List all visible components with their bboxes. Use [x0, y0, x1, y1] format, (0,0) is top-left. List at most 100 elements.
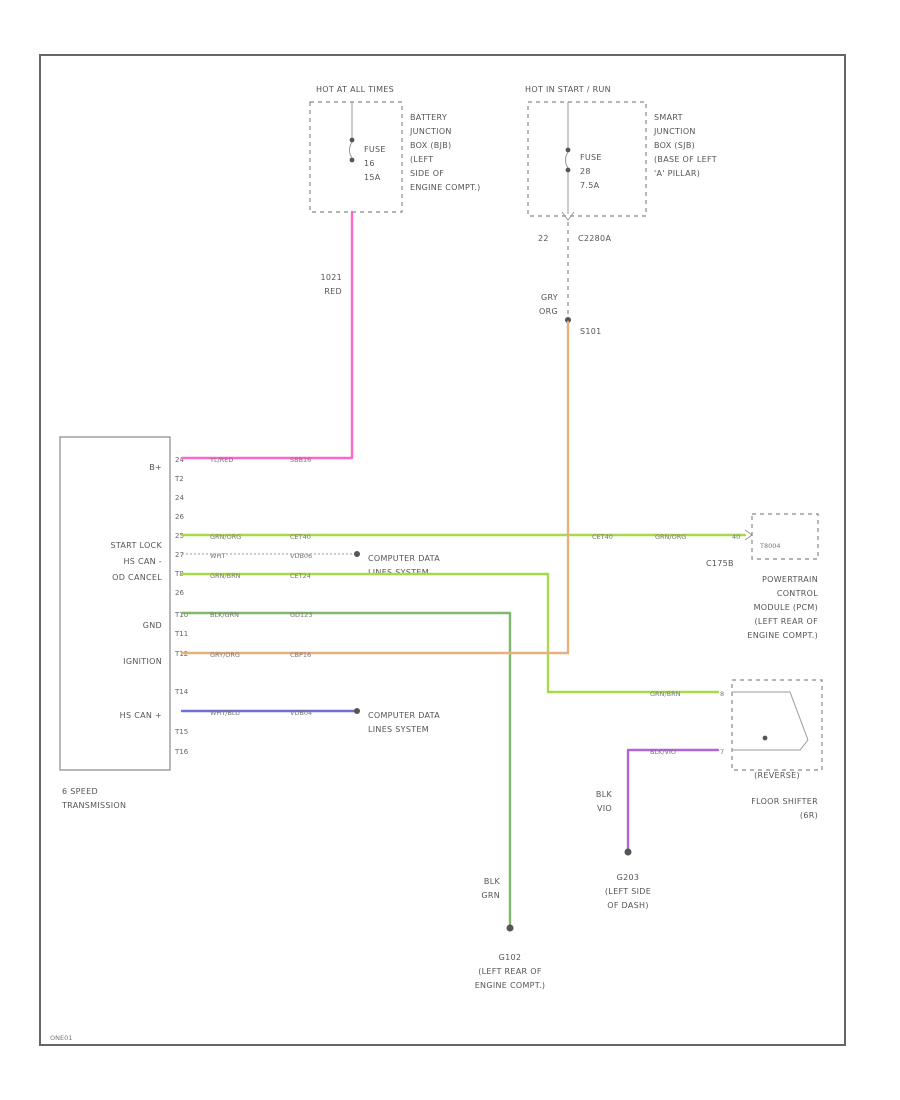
fuse-16-label: FUSE — [364, 145, 386, 154]
wire-top-right-color: ORG — [539, 307, 558, 316]
fuse-16-rating: 15A — [364, 173, 381, 182]
splice-s101: S101 — [580, 327, 602, 336]
svg-text:'A' PILLAR): 'A' PILLAR) — [654, 169, 700, 178]
bjb-description: BATTERY JUNCTION BOX (BJB) (LEFT SIDE OF… — [409, 113, 481, 192]
od-cancel-wire — [180, 572, 720, 694]
svg-text:(BASE OF LEFT: (BASE OF LEFT — [654, 155, 717, 164]
svg-text:CONTROL: CONTROL — [777, 589, 818, 598]
od-cancel-wire-circuit: CET24 — [290, 572, 311, 580]
hot-at-all-times-label: HOT AT ALL TIMES — [316, 85, 394, 94]
svg-text:T10: T10 — [174, 611, 188, 619]
tcm-pins: 24 T2 24 26 25 27 T8 26 T10 T11 T12 T14 … — [174, 456, 189, 756]
svg-text:25: 25 — [175, 532, 184, 540]
svg-text:GND: GND — [143, 621, 162, 630]
g102-wire-color: BLK — [484, 877, 501, 886]
svg-text:26: 26 — [175, 513, 184, 521]
footer-code: ONE01 — [50, 1034, 72, 1042]
ignition-wire-circuit: CBP16 — [290, 651, 311, 659]
g102-ground-dot — [506, 924, 514, 932]
floor-shifter-bottom-pin: 7 — [720, 748, 724, 756]
svg-text:B+: B+ — [149, 463, 162, 472]
svg-text:SMART: SMART — [654, 113, 683, 122]
svg-text:T16: T16 — [174, 748, 189, 756]
wire-top-left-circuit: 1021 — [320, 273, 342, 282]
g203-line-1: (LEFT SIDE — [605, 887, 651, 896]
svg-text:T15: T15 — [174, 728, 188, 736]
od-cancel-wire-color-code: GRN/BRN — [210, 572, 241, 580]
tcm-box — [59, 436, 171, 771]
floor-shifter-bottom-wire-color: BLK/VIO — [650, 748, 676, 756]
cdl-2-line-2: LINES SYSTEM — [368, 725, 429, 734]
g102-id: G102 — [499, 953, 522, 962]
pcm-start-lock-color: GRN/ORG — [655, 533, 686, 541]
svg-text:ENGINE COMPT.): ENGINE COMPT.) — [410, 183, 481, 192]
svg-text:T14: T14 — [174, 688, 189, 696]
c2280a-connector-symbol — [561, 211, 575, 221]
svg-text:BOX (SJB): BOX (SJB) — [654, 141, 695, 150]
floor-shifter-top-pin: 8 — [720, 690, 724, 698]
svg-text:JUNCTION: JUNCTION — [409, 127, 452, 136]
fuse-16-number: 16 — [364, 159, 375, 168]
shifter-ground-wire — [626, 748, 720, 852]
svg-text:24: 24 — [175, 456, 184, 464]
gnd-wire — [180, 611, 512, 928]
svg-text:OD CANCEL: OD CANCEL — [112, 573, 162, 582]
svg-text:MODULE (PCM): MODULE (PCM) — [754, 603, 818, 612]
shifter-switch-return — [732, 739, 809, 751]
sjb-description: SMART JUNCTION BOX (SJB) (BASE OF LEFT '… — [653, 113, 717, 178]
g203-id: G203 — [617, 873, 640, 882]
g203-line-2: OF DASH) — [607, 901, 649, 910]
b-plus-wire-circuit: SBB16 — [290, 456, 311, 464]
hs-can-minus-wire-circuit: VDB06 — [290, 552, 312, 560]
hs-can-plus-terminal — [354, 708, 360, 714]
svg-text:T8: T8 — [174, 570, 184, 578]
svg-text:(LEFT REAR OF: (LEFT REAR OF — [754, 617, 818, 626]
svg-text:JUNCTION: JUNCTION — [653, 127, 696, 136]
hs-can-minus-wire-color-code: WHT — [210, 552, 225, 560]
svg-text:START LOCK: START LOCK — [110, 541, 162, 550]
svg-text:SIDE OF: SIDE OF — [410, 169, 444, 178]
cdl-2-line-1: COMPUTER DATA — [368, 711, 440, 720]
svg-text:HS CAN -: HS CAN - — [123, 557, 162, 566]
svg-text:27: 27 — [175, 551, 184, 559]
fuse-28-terminal-bottom — [565, 167, 571, 173]
pcm-connector: C175B — [706, 559, 734, 568]
svg-text:BATTERY: BATTERY — [410, 113, 447, 122]
sjb-box — [527, 101, 647, 217]
g102-wire-circuit: GRN — [481, 891, 500, 900]
start-lock-wire-color-code: GRN/ORG — [210, 533, 241, 541]
b-plus-wire — [180, 210, 354, 460]
bjb-box — [309, 101, 403, 213]
wire-top-left-color: RED — [324, 287, 342, 296]
g203-wire-circuit: VIO — [597, 804, 612, 813]
c2280a-name: C2280A — [578, 234, 611, 243]
fuse-16-element — [349, 141, 353, 159]
start-lock-wire-circuit: CET40 — [290, 533, 311, 541]
fuse-28-rating: 7.5A — [580, 181, 600, 190]
svg-text:BOX (BJB): BOX (BJB) — [410, 141, 451, 150]
g102-line-2: ENGINE COMPT.) — [475, 981, 546, 990]
svg-text:POWERTRAIN: POWERTRAIN — [762, 575, 818, 584]
pcm-pin: 40 — [732, 533, 740, 541]
floor-shifter-line-1: FLOOR SHIFTER — [751, 797, 818, 806]
floor-shifter-line-2: (6R) — [800, 811, 818, 820]
svg-text:(LEFT: (LEFT — [410, 155, 433, 164]
splice-s101-dot — [565, 317, 571, 323]
svg-text:26: 26 — [175, 589, 184, 597]
gnd-wire-color-code: BLK/GRN — [210, 611, 239, 619]
floor-shifter-symbol: (REVERSE) — [754, 771, 800, 780]
g203-wire-color: BLK — [596, 790, 613, 799]
svg-text:ENGINE COMPT.): ENGINE COMPT.) — [747, 631, 818, 640]
shifter-switch-arm — [732, 691, 809, 741]
tcm-labels: B+ START LOCK HS CAN - OD CANCEL GND IGN… — [110, 463, 162, 720]
tcm-title-line-2: TRANSMISSION — [61, 801, 126, 810]
cdl-1-line-1: COMPUTER DATA — [368, 554, 440, 563]
pcm-connector-inner: T8004 — [759, 542, 781, 550]
hs-can-minus-terminal — [354, 551, 360, 557]
g102-line-1: (LEFT REAR OF — [478, 967, 542, 976]
svg-text:IGNITION: IGNITION — [123, 657, 162, 666]
shifter-switch-contact — [762, 735, 768, 741]
fuse-28-terminal-top — [565, 147, 571, 153]
floor-shifter-box — [731, 679, 823, 771]
